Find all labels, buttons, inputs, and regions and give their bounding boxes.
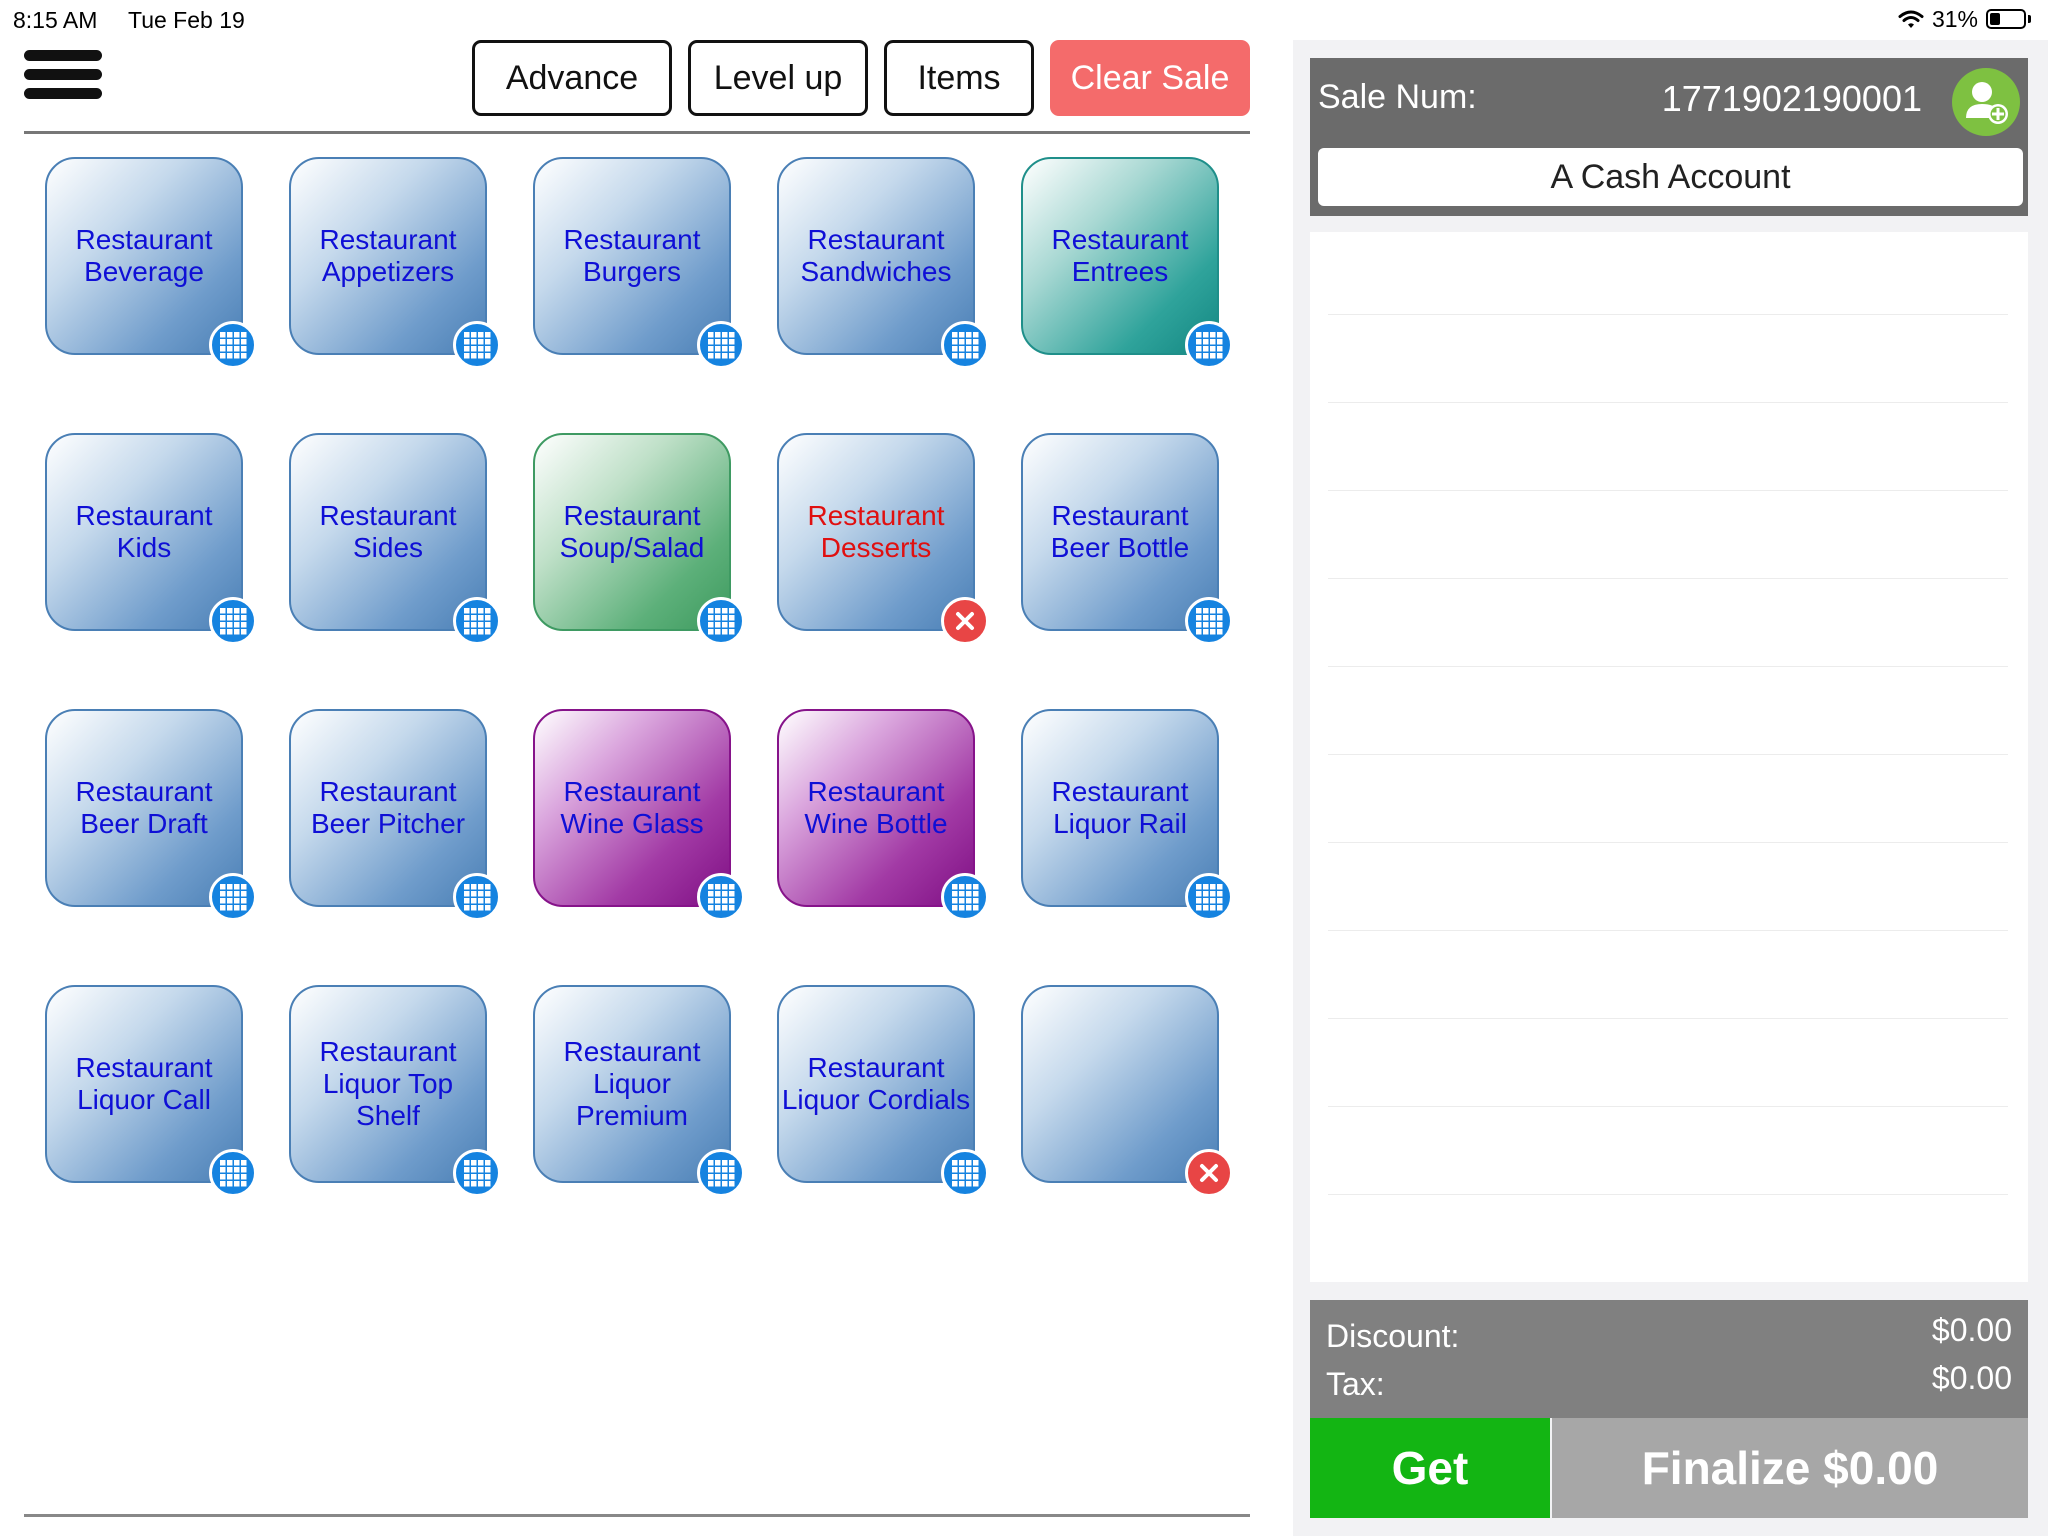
list-row-divider xyxy=(1328,666,2008,667)
divider xyxy=(24,1514,1250,1517)
list-row-divider xyxy=(1328,402,2008,403)
category-tile[interactable]: Restaurant Wine Glass xyxy=(533,709,745,921)
category-label: Restaurant Entrees xyxy=(1051,224,1189,287)
grid-icon[interactable] xyxy=(453,873,501,921)
grid-icon[interactable] xyxy=(1185,873,1233,921)
customer-account-field[interactable]: A Cash Account xyxy=(1318,148,2023,206)
divider xyxy=(24,131,1250,134)
discount-value: $0.00 xyxy=(1931,1312,2012,1348)
category-tile[interactable]: Restaurant Burgers xyxy=(533,157,745,369)
category-tile[interactable]: Restaurant Liquor Call xyxy=(45,985,257,1197)
category-label: Restaurant Kids xyxy=(75,500,213,563)
category-tile[interactable]: Restaurant Entrees xyxy=(1021,157,1233,369)
status-bar: 8:15 AM Tue Feb 19 31% xyxy=(0,0,2048,40)
level-up-button[interactable]: Level up xyxy=(688,40,868,116)
wifi-icon xyxy=(1898,10,1924,28)
tax-label: Tax: xyxy=(1326,1366,1385,1402)
category-tile[interactable]: Restaurant Sides xyxy=(289,433,501,645)
battery-percent: 31% xyxy=(1931,6,1978,32)
grid-icon[interactable] xyxy=(209,321,257,369)
hamburger-menu-icon[interactable] xyxy=(24,50,102,108)
items-button[interactable]: Items xyxy=(884,40,1034,116)
category-label: Restaurant Beer Bottle xyxy=(1050,500,1190,563)
category-label: Restaurant Wine Glass xyxy=(560,776,704,839)
category-tile[interactable]: Restaurant Beer Draft xyxy=(45,709,257,921)
category-tile[interactable]: Restaurant Beer Bottle xyxy=(1021,433,1233,645)
grid-icon[interactable] xyxy=(453,1149,501,1197)
list-row-divider xyxy=(1328,930,2008,931)
list-row-divider xyxy=(1328,1194,2008,1195)
category-tile[interactable]: Restaurant Wine Bottle xyxy=(777,709,989,921)
discount-label: Discount: xyxy=(1326,1318,1460,1354)
category-label: Restaurant Soup/Salad xyxy=(559,500,705,563)
add-customer-button[interactable] xyxy=(1952,68,2020,136)
clear-sale-button[interactable]: Clear Sale xyxy=(1050,40,1250,116)
totals-panel: Discount: $0.00 Tax: $0.00 xyxy=(1310,1300,2028,1418)
close-icon[interactable] xyxy=(941,597,989,645)
battery-icon xyxy=(1986,8,2032,31)
category-label: Restaurant Beverage xyxy=(75,224,213,287)
grid-icon[interactable] xyxy=(1185,597,1233,645)
list-row-divider xyxy=(1328,578,2008,579)
list-row-divider xyxy=(1328,1106,2008,1107)
sale-num-label: Sale Num: xyxy=(1318,78,1477,116)
add-user-icon xyxy=(1966,82,2008,124)
category-label: Restaurant Beer Pitcher xyxy=(310,776,466,839)
list-row-divider xyxy=(1328,842,2008,843)
category-label: Restaurant Liquor Premium xyxy=(563,1036,701,1131)
grid-icon[interactable] xyxy=(697,597,745,645)
category-tile[interactable]: Restaurant Liquor Premium xyxy=(533,985,745,1197)
category-label: Restaurant Liquor Call xyxy=(75,1052,213,1115)
grid-icon[interactable] xyxy=(941,1149,989,1197)
category-label: Restaurant Sandwiches xyxy=(800,224,952,287)
category-label: Restaurant Wine Bottle xyxy=(804,776,948,839)
status-date: Tue Feb 19 xyxy=(128,7,245,33)
tax-value: $0.00 xyxy=(1931,1360,2012,1396)
list-row-divider xyxy=(1328,1018,2008,1019)
grid-icon[interactable] xyxy=(697,1149,745,1197)
grid-icon[interactable] xyxy=(697,873,745,921)
grid-icon[interactable] xyxy=(453,321,501,369)
category-tile[interactable]: Restaurant Soup/Salad xyxy=(533,433,745,645)
grid-icon[interactable] xyxy=(941,321,989,369)
grid-icon[interactable] xyxy=(209,1149,257,1197)
category-label: Restaurant Beer Draft xyxy=(75,776,213,839)
category-label: Restaurant Liquor Rail xyxy=(1051,776,1189,839)
status-indicators: 31% xyxy=(1898,6,2032,33)
get-button[interactable]: Get xyxy=(1310,1418,1550,1518)
grid-icon[interactable] xyxy=(697,321,745,369)
sale-num-value: 1771902190001 xyxy=(1661,78,1922,119)
category-tile[interactable]: Restaurant Liquor Cordials xyxy=(777,985,989,1197)
finalize-button[interactable]: Finalize $0.00 xyxy=(1552,1418,2028,1518)
category-label: Restaurant Liquor Top Shelf xyxy=(319,1036,457,1131)
sale-lines-list xyxy=(1310,232,2028,1282)
category-label: Restaurant Desserts xyxy=(807,500,945,563)
category-tile[interactable]: Restaurant Liquor Top Shelf xyxy=(289,985,501,1197)
list-row-divider xyxy=(1328,754,2008,755)
category-label: Restaurant Burgers xyxy=(563,224,701,287)
list-row-divider xyxy=(1328,490,2008,491)
grid-icon[interactable] xyxy=(941,873,989,921)
category-tile[interactable]: Restaurant Liquor Rail xyxy=(1021,709,1233,921)
grid-icon[interactable] xyxy=(453,597,501,645)
category-label: Restaurant Appetizers xyxy=(319,224,457,287)
grid-icon[interactable] xyxy=(209,597,257,645)
list-row-divider xyxy=(1328,314,2008,315)
grid-icon[interactable] xyxy=(209,873,257,921)
category-tile[interactable]: Restaurant Beer Pitcher xyxy=(289,709,501,921)
category-tile[interactable]: Restaurant Appetizers xyxy=(289,157,501,369)
category-tile[interactable]: Restaurant Beverage xyxy=(45,157,257,369)
grid-icon[interactable] xyxy=(1185,321,1233,369)
close-icon[interactable] xyxy=(1185,1149,1233,1197)
category-tile[interactable]: Restaurant Kids xyxy=(45,433,257,645)
category-tile[interactable]: Restaurant Sandwiches xyxy=(777,157,989,369)
category-label: Restaurant Sides xyxy=(319,500,457,563)
status-time: 8:15 AM xyxy=(13,7,98,33)
category-tile[interactable] xyxy=(1021,985,1233,1197)
category-tile[interactable]: Restaurant Desserts xyxy=(777,433,989,645)
category-label: Restaurant Liquor Cordials xyxy=(781,1052,971,1115)
advance-button[interactable]: Advance xyxy=(472,40,672,116)
